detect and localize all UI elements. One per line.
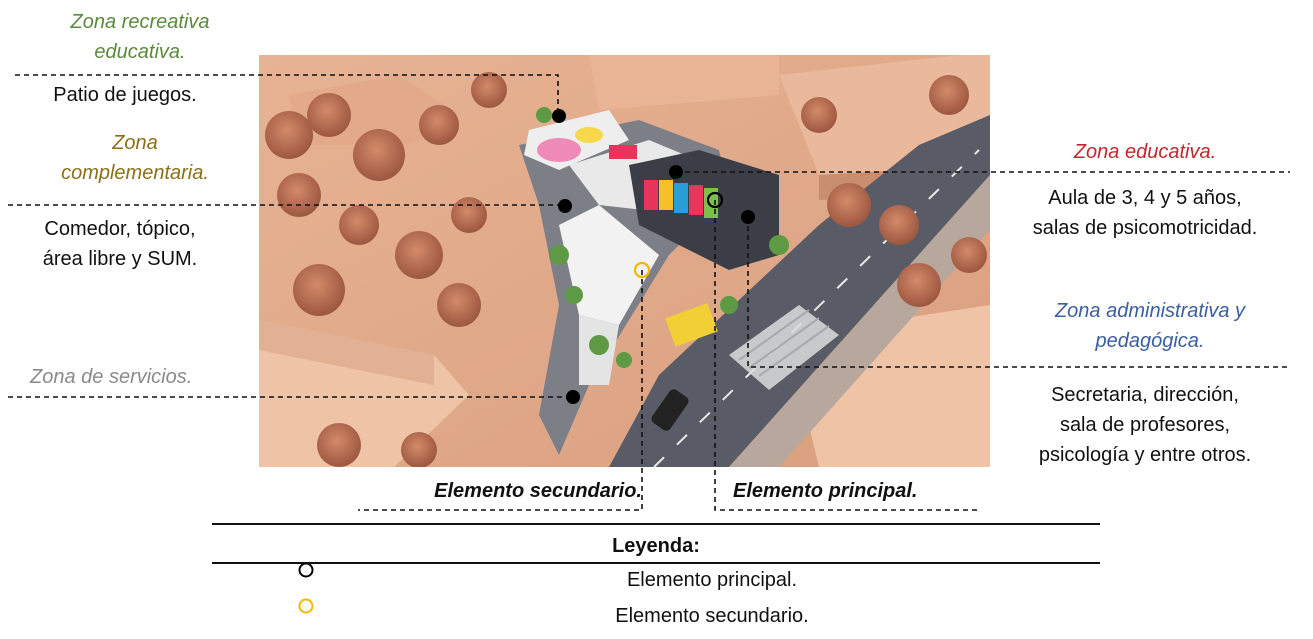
zone-servicios-title: Zona de servicios. [30, 366, 193, 388]
zone-educativa-title: Zona educativa. [1073, 141, 1217, 163]
zone-educativa-desc: Aula de 3, 4 y 5 años, salas de psicomot… [1032, 187, 1258, 239]
aerial-render-image [259, 55, 990, 467]
legend-bottom-rule [212, 562, 1100, 564]
legend-item-secundario: Elemento secundario. [615, 605, 809, 627]
zone-administrativa-desc: Secretaria, dirección, sala de profesore… [1038, 384, 1252, 466]
zone-recreativa-desc: Patio de juegos. [53, 84, 197, 106]
zone-administrativa-title: Zona administrativa y pedagógica. [1054, 300, 1246, 352]
legend-top-rule [212, 523, 1100, 525]
legend-item-principal: Elemento principal. [626, 569, 798, 591]
legend-title: Leyenda: [612, 535, 700, 557]
callout-secundario: Elemento secundario. [434, 480, 642, 502]
zone-recreativa-title: Zona recreativa educativa. [70, 11, 210, 63]
zone-complementaria-desc: Comedor, tópico, área libre y SUM. [42, 218, 198, 270]
zone-complementaria-title: Zona complementaria. [61, 132, 209, 184]
callout-principal: Elemento principal. [733, 480, 918, 502]
